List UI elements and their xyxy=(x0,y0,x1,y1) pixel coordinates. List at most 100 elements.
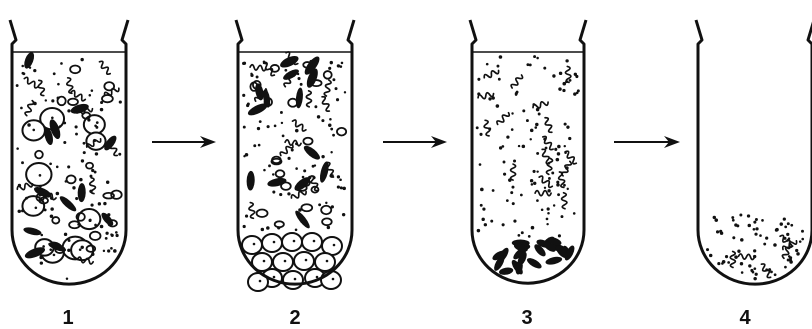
fine-dot xyxy=(314,105,317,108)
fine-dot xyxy=(492,189,495,192)
fine-dot xyxy=(20,107,23,110)
fine-dot xyxy=(557,145,561,149)
fine-dot xyxy=(67,165,70,168)
fine-dot xyxy=(553,204,555,206)
pelleted-cell-nucleus xyxy=(273,276,276,279)
fine-dot xyxy=(16,147,19,150)
fine-dot xyxy=(105,232,108,235)
fine-dot xyxy=(253,144,256,147)
fine-dot xyxy=(94,171,97,174)
worm-fragment xyxy=(541,135,555,150)
fine-dot xyxy=(496,104,500,108)
fine-dot xyxy=(546,218,549,221)
fine-dot xyxy=(287,192,290,195)
pelleted-fine-dot xyxy=(734,255,738,259)
worm-fragment xyxy=(320,96,332,113)
pelleted-oval-particle xyxy=(545,255,563,266)
pelleted-worm-fragment xyxy=(730,251,735,267)
fine-dot xyxy=(533,182,536,185)
pelleted-fine-dot xyxy=(755,227,758,230)
pelleted-fine-dot xyxy=(753,267,756,270)
fine-dot xyxy=(66,278,68,280)
fine-dot xyxy=(21,209,24,212)
fine-dot xyxy=(100,225,104,229)
fine-dot xyxy=(72,186,75,189)
fine-dot xyxy=(27,123,31,127)
fine-dot xyxy=(510,191,513,194)
dark-oval-particle xyxy=(246,171,255,191)
pelleted-fine-dot xyxy=(748,224,751,227)
pelleted-oval-particle xyxy=(525,256,543,271)
small-circle xyxy=(35,151,43,159)
fine-dot xyxy=(329,118,332,121)
worm-fragment xyxy=(483,68,500,80)
fine-dot xyxy=(59,125,61,127)
fine-dot xyxy=(573,92,576,95)
fine-dot xyxy=(90,175,93,178)
fine-dot xyxy=(264,62,267,65)
pelleted-fine-dot xyxy=(737,250,740,253)
fine-dot xyxy=(80,58,83,61)
fine-dot xyxy=(21,161,24,164)
pelleted-cell-nucleus xyxy=(253,243,256,246)
fine-dot xyxy=(57,96,60,99)
fine-dot xyxy=(119,100,122,103)
fine-dot xyxy=(565,80,568,83)
fine-dot xyxy=(279,193,282,196)
fine-dot xyxy=(502,145,505,148)
pelleted-cell-nucleus xyxy=(333,244,336,247)
fine-dot xyxy=(257,127,260,130)
worm-fragment xyxy=(250,65,266,71)
fine-dot xyxy=(300,221,302,223)
fine-dot xyxy=(547,212,550,215)
fine-dot xyxy=(245,215,248,218)
pelleted-fine-dot xyxy=(727,261,730,264)
pelleted-cell-nucleus xyxy=(326,260,329,263)
worm-fragment xyxy=(70,90,86,102)
dark-oval-particle xyxy=(77,183,86,202)
fine-dot xyxy=(56,166,59,169)
fine-dot xyxy=(511,128,514,131)
fine-dot xyxy=(562,89,565,92)
worm-fragment xyxy=(291,119,307,132)
fine-dot xyxy=(330,61,333,64)
fine-dot xyxy=(267,125,270,128)
fine-dot xyxy=(67,109,70,112)
fine-dot xyxy=(260,97,262,99)
fine-dot xyxy=(272,190,275,193)
fine-dot xyxy=(107,213,110,216)
fine-dot xyxy=(538,113,541,116)
pelleted-fine-dot xyxy=(780,222,783,225)
fine-dot xyxy=(295,142,298,145)
fine-dot xyxy=(65,180,68,183)
fine-dot xyxy=(258,144,261,147)
fine-dot xyxy=(536,108,539,111)
fine-dot xyxy=(332,134,335,137)
fine-dot xyxy=(511,186,514,189)
fine-dot xyxy=(476,126,479,129)
large-round-cell-nucleus xyxy=(35,206,38,209)
fine-dot xyxy=(548,177,551,180)
small-circle xyxy=(90,232,101,240)
fine-dot xyxy=(328,123,331,126)
fine-dot xyxy=(95,126,98,129)
fine-dot xyxy=(49,248,52,251)
pelleted-fine-dot xyxy=(706,248,709,251)
pelleted-cell xyxy=(315,253,335,271)
fine-dot xyxy=(118,153,121,156)
fine-dot xyxy=(21,65,24,68)
fine-dot xyxy=(295,129,299,133)
fine-dot xyxy=(100,108,103,111)
small-circle xyxy=(86,163,93,169)
large-round-cell-nucleus xyxy=(53,254,56,257)
large-round-cell xyxy=(78,209,100,229)
fine-dot xyxy=(75,197,78,200)
worm-fragment xyxy=(510,74,523,90)
fine-dot xyxy=(545,147,548,150)
tube-2 xyxy=(236,20,354,291)
fine-dot xyxy=(298,208,301,211)
fine-dot xyxy=(295,228,298,231)
fine-dot xyxy=(263,169,266,172)
fine-dot xyxy=(564,123,567,126)
